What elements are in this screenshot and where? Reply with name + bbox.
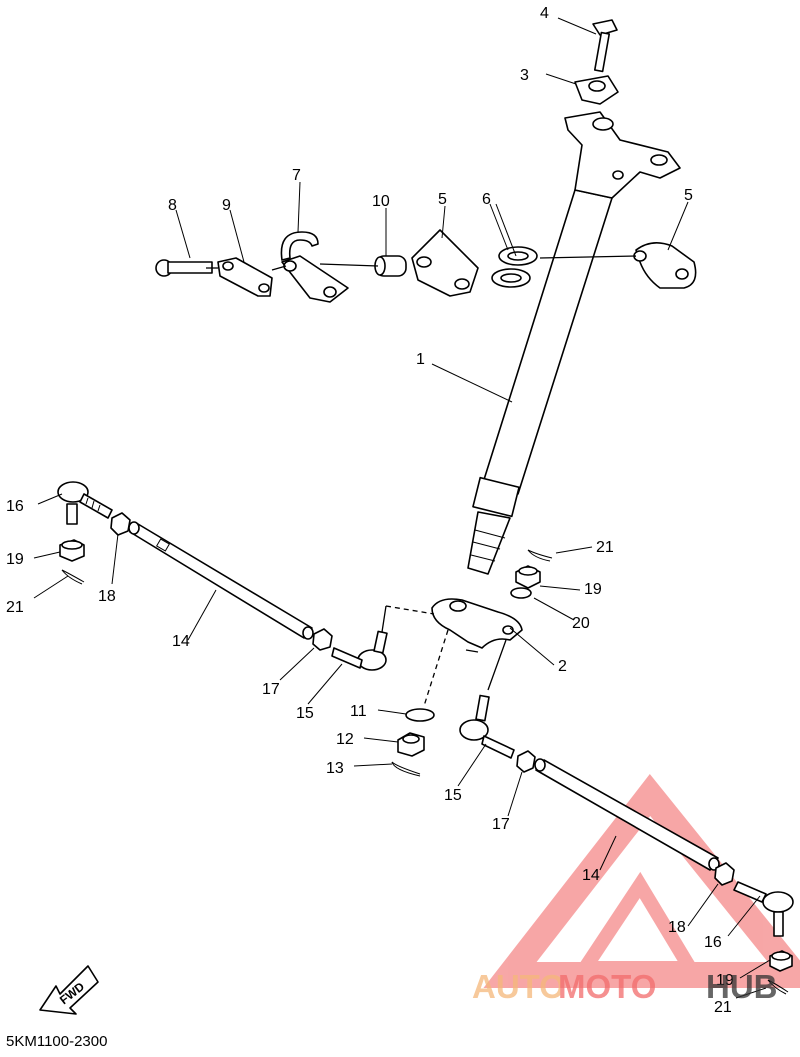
part-16-tie-rod-end-left <box>57 481 113 525</box>
callout-labels: 4 3 7 8 9 10 5 6 5 1 16 19 21 18 14 17 1… <box>6 5 734 1016</box>
fwd-arrow-icon: FWD <box>39 965 99 1015</box>
callout-15-right: 15 <box>444 787 462 804</box>
leader-lines <box>33 17 771 999</box>
part-19-nut-right <box>769 950 793 972</box>
watermark-text-moto: MOTO <box>558 968 656 1005</box>
callout-6: 6 <box>482 191 491 208</box>
part-12-nut <box>397 732 425 757</box>
part-21-cotter-pin-right <box>767 979 789 995</box>
part-21-cotter-pin-left <box>61 569 85 585</box>
callout-9: 9 <box>222 197 231 214</box>
part-19-nut-center <box>515 565 541 589</box>
watermark-text-auto: AUTO <box>472 968 565 1005</box>
part-17-nut-right <box>516 750 536 773</box>
callout-19-right: 19 <box>716 972 734 989</box>
assembly-guide-lines <box>206 255 637 707</box>
part-15-tie-rod-end-center-right <box>459 694 515 759</box>
part-18-nut-left <box>110 512 131 536</box>
callout-21-center: 21 <box>596 539 614 556</box>
callout-18-left: 18 <box>98 588 116 605</box>
callout-4: 4 <box>540 5 549 22</box>
part-3-holder <box>574 75 619 105</box>
part-13-cotter-pin <box>391 761 421 777</box>
callout-7: 7 <box>292 167 301 184</box>
callout-14-right: 14 <box>582 867 600 884</box>
callout-16-left: 16 <box>6 498 24 515</box>
part-5-collar-right <box>633 242 697 289</box>
callout-17-left: 17 <box>262 681 280 698</box>
callout-19-center: 19 <box>584 581 602 598</box>
callout-11: 11 <box>350 703 367 720</box>
callout-19-left: 19 <box>6 551 24 568</box>
callout-10: 10 <box>372 193 390 210</box>
part-16-tie-rod-end-right <box>733 881 794 937</box>
callout-2: 2 <box>558 658 567 675</box>
callout-21-left: 21 <box>6 599 24 616</box>
part-6-washers <box>491 246 538 288</box>
part-8-bolt <box>155 259 213 277</box>
part-5-collar-left <box>411 229 479 297</box>
part-7-clip <box>280 231 349 303</box>
part-14-tie-rod-right <box>534 758 720 871</box>
callout-14-left: 14 <box>172 633 190 650</box>
callout-5-left: 5 <box>438 191 447 208</box>
part-17-nut-left <box>312 628 333 651</box>
part-2-pitman-arm <box>431 598 523 649</box>
part-20-washer <box>510 587 532 599</box>
catalog-code: 5KM1100-2300 <box>6 1033 107 1050</box>
part-9-lock-plate <box>217 257 273 297</box>
callout-13: 13 <box>326 760 344 777</box>
callout-8: 8 <box>168 197 177 214</box>
callout-16-right: 16 <box>704 934 722 951</box>
part-1-steering-shaft <box>467 111 681 575</box>
callout-17-right: 17 <box>492 816 510 833</box>
part-19-nut-left <box>59 539 85 562</box>
part-4-bolt <box>592 19 618 73</box>
part-10-bushing <box>374 255 407 277</box>
callout-3: 3 <box>520 67 529 84</box>
part-11-washer <box>405 708 435 722</box>
watermark-text-hub: HUB <box>706 968 778 1005</box>
part-21-cotter-pin-center <box>527 549 553 562</box>
callout-5-right: 5 <box>684 187 693 204</box>
part-14-tie-rod-left <box>128 521 314 640</box>
watermark-triangle-inner <box>571 871 703 975</box>
part-15-tie-rod-end-center-left <box>331 630 388 671</box>
callout-15-left: 15 <box>296 705 314 722</box>
watermark-text: AUTO MOTO HUB <box>472 968 778 1005</box>
callout-21-right: 21 <box>714 999 732 1016</box>
callout-12: 12 <box>336 731 354 748</box>
callout-18-right: 18 <box>668 919 686 936</box>
callout-20: 20 <box>572 615 590 632</box>
part-18-nut-right <box>714 862 735 886</box>
callout-1: 1 <box>416 351 425 368</box>
